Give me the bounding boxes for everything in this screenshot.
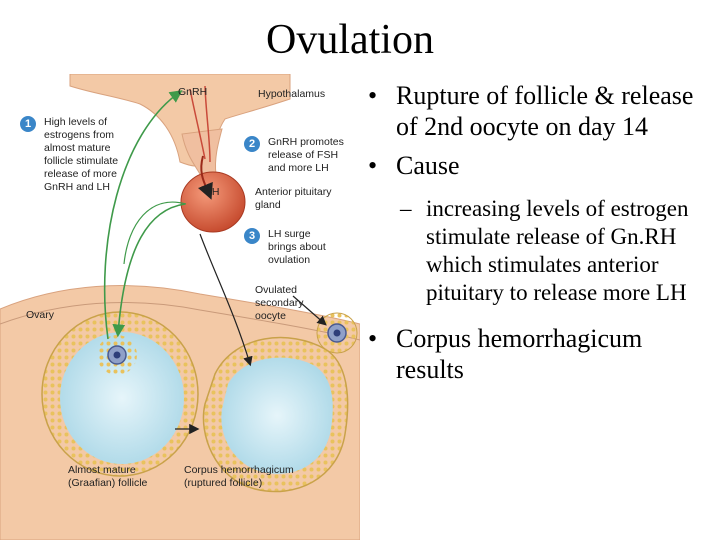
- bullet-list: • Rupture of follicle & release of 2nd o…: [366, 80, 716, 385]
- anterior-pituitary-label: Anterior pituitary gland: [255, 186, 332, 211]
- bullet-text: Rupture of follicle & release of 2nd ooc…: [396, 81, 694, 141]
- step-3-text: LH surge brings about ovulation: [268, 228, 326, 266]
- sub-bullet-text: increasing levels of estrogen stimulate …: [426, 196, 689, 305]
- bullet-marker: •: [368, 324, 378, 353]
- ovary-label: Ovary: [26, 309, 55, 321]
- bullet-text: Cause: [396, 151, 460, 180]
- anterior-pituitary-shape: [180, 171, 246, 233]
- ovulation-arrow: [199, 233, 253, 367]
- graafian-follicle-label: Almost mature (Graafian) follicle: [68, 464, 148, 489]
- estrogen-arrow: [103, 90, 183, 340]
- hypothalamus-label: Hypothalamus: [258, 88, 326, 100]
- lh-surge-arrow: [112, 203, 186, 338]
- step-2-text: GnRH promotes release of FSH and more LH: [268, 136, 344, 174]
- bullet-rupture: • Rupture of follicle & release of 2nd o…: [366, 80, 716, 142]
- step-2-icon: 2: [244, 136, 260, 152]
- lh-label: LH: [206, 186, 220, 198]
- oocyte-label: Ovulated secondary oocyte: [255, 284, 304, 322]
- bullet-marker: •: [368, 81, 378, 110]
- bullet-cause: • Cause: [366, 150, 716, 181]
- sub-bullet-estrogen: – increasing levels of estrogen stimulat…: [366, 195, 716, 307]
- step-1-text: High levels of estrogens from almost mat…: [44, 116, 119, 193]
- corpus-label: Corpus hemorrhagicum (ruptured follicle): [184, 464, 294, 489]
- sub-bullet-marker: –: [400, 196, 412, 221]
- bullet-marker: •: [368, 151, 378, 180]
- step-3-icon: 3: [244, 228, 260, 244]
- step-1-icon: 1: [20, 116, 36, 132]
- ovulation-diagram: GnRH Hypothalamus LH Anterior pituitary …: [0, 74, 360, 540]
- bullet-corpus: • Corpus hemorrhagicum results: [366, 323, 716, 385]
- bullet-text: Corpus hemorrhagicum results: [396, 324, 643, 384]
- slide-title: Ovulation: [266, 17, 434, 63]
- gnrh-label: GnRH: [178, 86, 208, 98]
- ovulation-illustration: [0, 74, 360, 540]
